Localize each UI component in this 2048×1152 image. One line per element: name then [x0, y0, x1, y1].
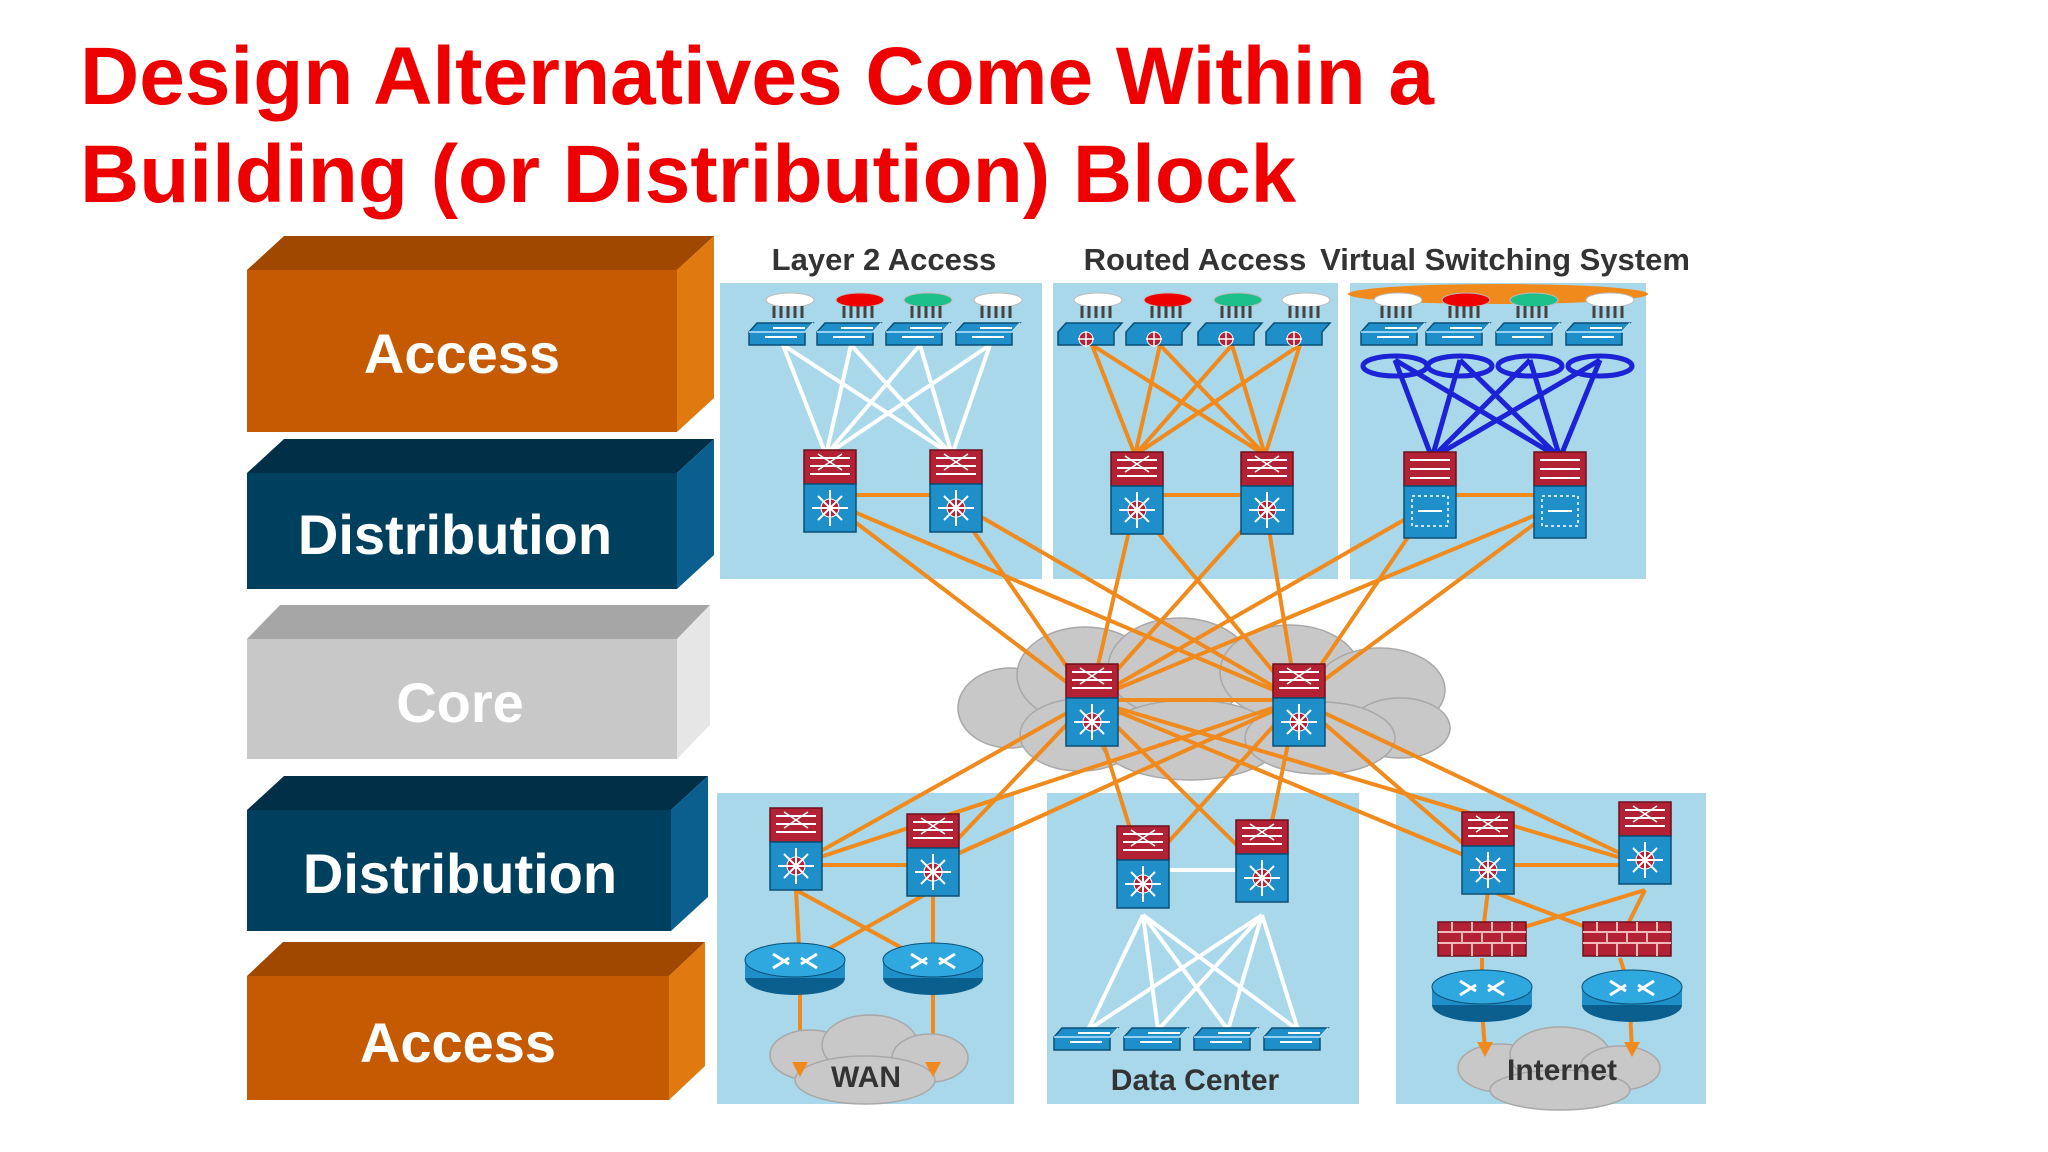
panel-data-center [1047, 793, 1359, 1104]
panel-title-virtual-switching: Virtual Switching System [1320, 242, 1690, 277]
wan-distribution-switch-1 [769, 807, 823, 891]
datacenter-distribution-switch-2 [1235, 819, 1289, 903]
layer2-distribution-switch-1 [803, 449, 857, 533]
vss-access-switch-1 [1360, 322, 1426, 346]
datacenter-access-switch-2 [1123, 1027, 1189, 1051]
title-line-2: Building (or Distribution) Block [80, 129, 1297, 220]
routed-access-switch-4 [1265, 322, 1331, 348]
layer2-access-switch-1 [748, 322, 814, 346]
layer-label-distribution-bottom: Distribution [303, 842, 617, 905]
vss-access-switch-3 [1495, 322, 1561, 346]
internet-distribution-switch-2 [1618, 801, 1672, 885]
datacenter-distribution-switch-1 [1116, 825, 1170, 909]
internet-arrow-2 [1624, 1042, 1640, 1057]
core-switch-1 [1065, 663, 1119, 747]
core-switch-2 [1272, 663, 1326, 747]
title-line-1: Design Alternatives Come Within a [80, 31, 1435, 122]
internet-firewall-1 [1437, 921, 1527, 957]
vss-distribution-switch-2 [1533, 451, 1587, 539]
layer-block-access-top: Access [247, 236, 714, 432]
panel-title-layer2-access: Layer 2 Access [772, 242, 997, 277]
internet-router-2 [1580, 968, 1684, 1024]
wan-arrow-1 [792, 1062, 808, 1077]
layer-block-distribution-bottom: Distribution [247, 776, 708, 931]
layer-block-distribution-top: Distribution [247, 439, 714, 589]
routed-distribution-switch-2 [1240, 451, 1294, 535]
datacenter-links [1086, 868, 1300, 1032]
wan-router-2 [881, 941, 985, 997]
layer-block-access-bottom: Access [247, 942, 705, 1100]
wan-label: WAN [831, 1061, 901, 1094]
internet-distribution-switch-1 [1461, 811, 1515, 895]
vss-distribution-switch-1 [1403, 451, 1457, 539]
wan-distribution-switch-2 [906, 813, 960, 897]
datacenter-access-switch-3 [1193, 1027, 1259, 1051]
panel-title-routed-access: Routed Access [1084, 242, 1307, 277]
layer2-access-switch-3 [885, 322, 951, 346]
datacenter-access-switch-4 [1263, 1027, 1329, 1051]
routed-distribution-switch-1 [1110, 451, 1164, 535]
layer-block-core: Core [247, 605, 710, 759]
wan-cloud [769, 1014, 969, 1105]
routed-access-switch-1 [1057, 322, 1123, 348]
vss-access-switch-4 [1565, 322, 1631, 346]
wan-arrow-2 [925, 1062, 941, 1077]
layer-label-distribution-top: Distribution [298, 503, 612, 566]
layer-label-core: Core [396, 671, 524, 734]
vss-orange-ellipse [1348, 284, 1648, 304]
routed-access-switch-3 [1197, 322, 1263, 348]
internet-arrow-1 [1477, 1042, 1493, 1057]
internet-label: Internet [1507, 1054, 1617, 1087]
layer-label-access-bottom: Access [360, 1011, 556, 1074]
layer2-access-links [781, 343, 992, 457]
internet-router-1 [1430, 968, 1534, 1024]
internet-firewall-2 [1582, 921, 1672, 957]
data-center-label: Data Center [1111, 1064, 1280, 1097]
vss-access-switch-2 [1425, 322, 1491, 346]
wan-router-1 [743, 941, 847, 997]
slide-title: Design Alternatives Come Within a Buildi… [80, 28, 1434, 224]
layer2-distribution-switch-2 [929, 449, 983, 533]
layer2-access-switch-4 [955, 322, 1021, 346]
routed-access-switch-2 [1125, 322, 1191, 348]
vss-links [1360, 353, 1635, 461]
layer2-access-switch-2 [816, 322, 882, 346]
internet-cloud [1457, 1026, 1661, 1111]
datacenter-access-switch-1 [1053, 1027, 1119, 1051]
layer-label-access-top: Access [364, 322, 560, 385]
